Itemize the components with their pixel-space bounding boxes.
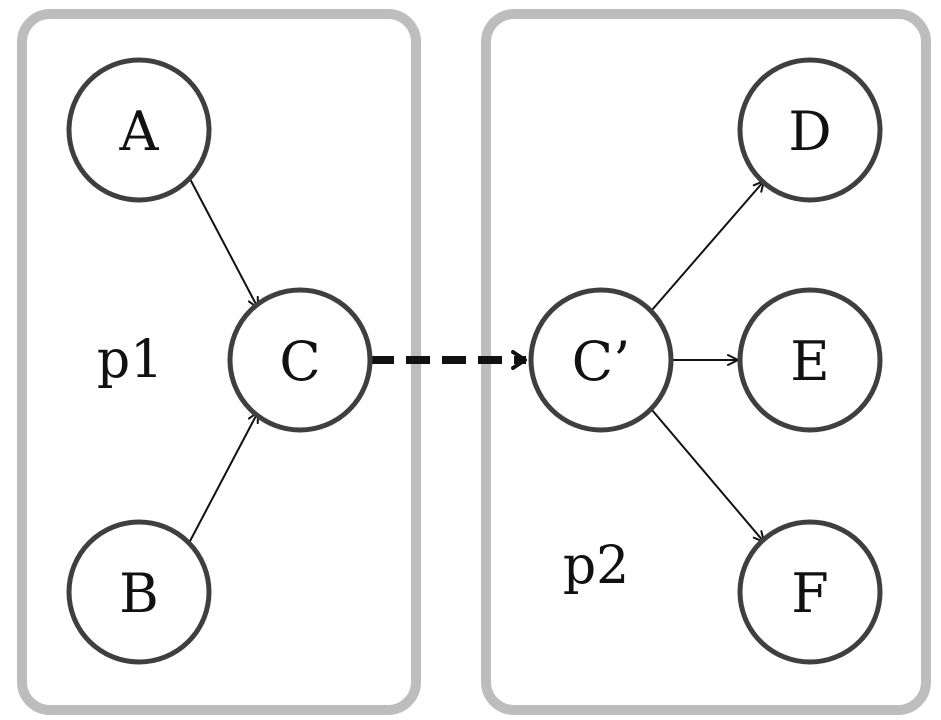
node-a: A xyxy=(66,57,212,203)
group-label-p1: p1 xyxy=(97,330,163,390)
node-b: B xyxy=(66,519,212,665)
node-b-label: B xyxy=(119,562,159,625)
node-d-circle xyxy=(737,57,883,203)
node-c: C xyxy=(227,287,373,433)
node-e: E xyxy=(737,287,883,433)
node-d: D xyxy=(737,57,883,203)
node-f-circle xyxy=(737,519,883,665)
node-e-label: E xyxy=(790,330,829,393)
node-a-label: A xyxy=(119,100,160,163)
node-a-circle xyxy=(66,57,212,203)
edge-b-to-c xyxy=(188,411,259,544)
node-b-circle xyxy=(66,519,212,665)
edge-cprime-to-d xyxy=(651,180,765,311)
node-c-circle xyxy=(227,287,373,433)
node-c-prime-label: C’ xyxy=(572,330,630,393)
node-e-circle xyxy=(737,287,883,433)
edge-cprime-to-f xyxy=(651,409,765,543)
node-c-prime-circle xyxy=(528,287,674,433)
node-c-prime: C’ xyxy=(528,287,674,433)
group-label-p2: p2 xyxy=(563,536,629,596)
node-c-label: C xyxy=(279,330,320,393)
node-d-label: D xyxy=(788,100,831,163)
edge-a-to-c xyxy=(188,176,259,309)
node-f-label: F xyxy=(791,562,828,625)
node-f: F xyxy=(737,519,883,665)
